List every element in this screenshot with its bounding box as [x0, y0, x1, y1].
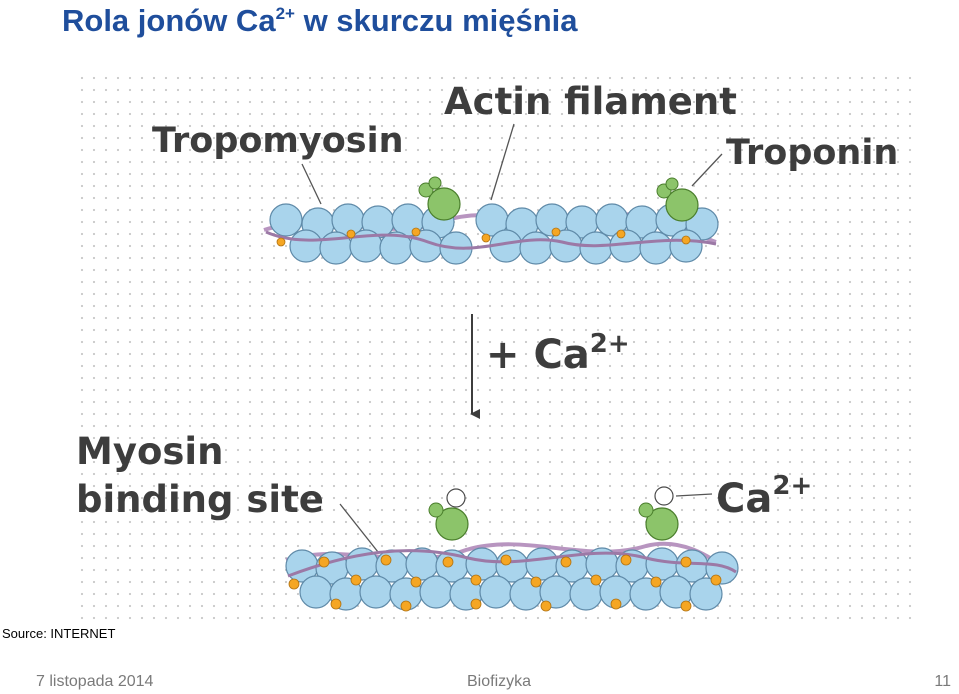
calcium-ion-right [654, 486, 674, 506]
troponin-complex-left-bound [428, 488, 469, 541]
title-superscript: 2+ [275, 4, 295, 23]
muscle-contraction-diagram: Actin filament Tropomyosin Troponin + Ca… [76, 72, 920, 627]
label-calcium-ion-superscript: 2+ [772, 471, 812, 501]
calcium-ion-left [446, 488, 466, 508]
label-tropomyosin: Tropomyosin [152, 121, 404, 161]
troponin-complex-right-bound [638, 486, 679, 541]
label-add-calcium-text: + Ca [486, 332, 590, 378]
label-myosin: Myosin [76, 430, 223, 473]
label-add-calcium: + Ca2+ [486, 329, 630, 378]
title-text-start: Rola jonów Ca [62, 3, 276, 38]
dot-grid-background [76, 72, 920, 627]
footer-date: 7 listopada 2014 [36, 673, 154, 690]
label-actin-filament: Actin filament [444, 80, 737, 123]
pointer-line-troponin [691, 153, 723, 187]
actin-filament-activated [285, 486, 739, 612]
label-add-calcium-superscript: 2+ [590, 329, 630, 359]
label-calcium-ion: Ca2+ [716, 471, 812, 522]
pointer-line-binding-site [339, 503, 379, 553]
page-number: 11 [934, 673, 951, 690]
actin-filament-relaxed [263, 176, 719, 265]
troponin-complex-left [418, 176, 461, 221]
source-note: Source: INTERNET [2, 626, 116, 641]
footer-course-name: Biofizyka [467, 673, 532, 690]
pointer-line-actin [490, 123, 515, 201]
binding-sites-exposed-group [288, 554, 722, 612]
binding-site-hidden-group [276, 227, 691, 247]
pointer-line-calcium [675, 493, 713, 497]
pointer-line-tropomyosin [301, 163, 322, 205]
label-calcium-ion-text: Ca [716, 476, 772, 522]
tropomyosin-strand-front [265, 230, 717, 250]
label-troponin: Troponin [726, 133, 898, 173]
slide-title: Rola jonów Ca2+ w skurczu mięśnia [62, 2, 578, 45]
title-text-end: w skurczu mięśnia [294, 3, 578, 38]
label-binding-site: binding site [76, 478, 324, 521]
troponin-complex-right [656, 177, 699, 222]
